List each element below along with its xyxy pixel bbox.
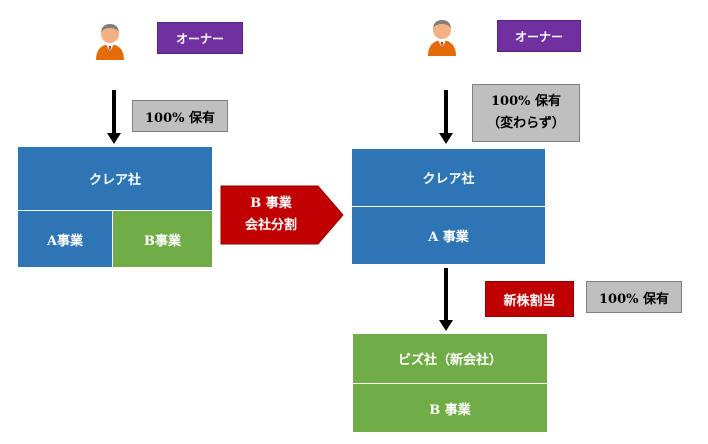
right-share-line1: 100% 保有	[490, 94, 561, 109]
owner-person-icon	[428, 20, 456, 56]
new-company-box: ビズ社（新会社）	[353, 334, 547, 383]
right-company-box: クレア社	[352, 149, 545, 206]
left-ownership-arrow-line	[112, 90, 116, 135]
left-share-label: 100% 保有	[132, 100, 228, 132]
right-owner-label: オーナー	[497, 20, 581, 52]
owner-person-icon	[96, 24, 124, 60]
left-division-a-box: A事業	[18, 210, 112, 267]
left-division-b-box: B事業	[112, 210, 212, 267]
left-owner-label: オーナー	[157, 22, 243, 54]
allotment-arrow-line	[444, 268, 448, 322]
right-ownership-arrow-head	[439, 133, 453, 144]
left-ownership-arrow-head	[107, 133, 121, 144]
right-ownership-arrow-line	[444, 90, 448, 135]
new-company-share-label: 100% 保有	[586, 281, 682, 313]
company-split-arrow-shape	[220, 185, 344, 245]
allotment-arrow-head	[439, 320, 453, 331]
split-arrow-line1: B 事業	[250, 196, 292, 211]
right-share-label: 100% 保有 （変わらず）	[472, 84, 580, 142]
right-division-a-box: A 事業	[352, 206, 545, 264]
left-company-box: クレア社	[18, 147, 212, 210]
new-company-division-b-box: B 事業	[353, 383, 547, 432]
split-arrow-line2: 会社分割	[244, 218, 297, 233]
right-share-line2: （変わらず）	[487, 116, 565, 131]
company-split-arrow-label: B 事業 会社分割	[222, 188, 320, 242]
new-share-allotment-label: 新株割当	[485, 281, 574, 317]
